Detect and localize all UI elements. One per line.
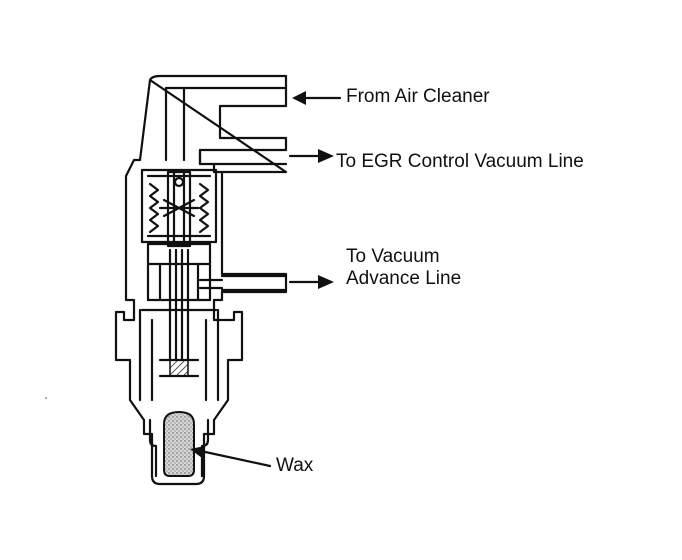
label-from-air-cleaner: From Air Cleaner [346,86,490,107]
valve-stem [168,248,190,362]
air-cleaner-port [164,86,288,162]
label-to-egr-control-vacuum-line: To EGR Control Vacuum Line [336,151,584,172]
arrowhead-vacuum [318,275,334,289]
label-advance-line: Advance Line [346,268,462,289]
label-to-vacuum-advance-line: To Vacuum Advance Line [346,246,461,290]
arrowhead-air-cleaner [292,91,306,105]
arrow-to-wax [194,448,272,468]
label-to-vacuum: To Vacuum [346,246,440,267]
egr-port [198,148,288,166]
left-spring [148,182,160,234]
right-spring [198,182,210,234]
arrowhead-wax [190,446,205,458]
label-wax: Wax [276,455,314,476]
wax-pellet [163,410,195,477]
piston-chamber [146,242,212,266]
arrowhead-egr [318,149,334,163]
stray-dot [45,397,47,399]
diaphragm-chamber [140,168,218,244]
seal-ring [169,359,189,377]
wax-cup [148,418,210,478]
vacuum-advance-port [198,274,288,292]
